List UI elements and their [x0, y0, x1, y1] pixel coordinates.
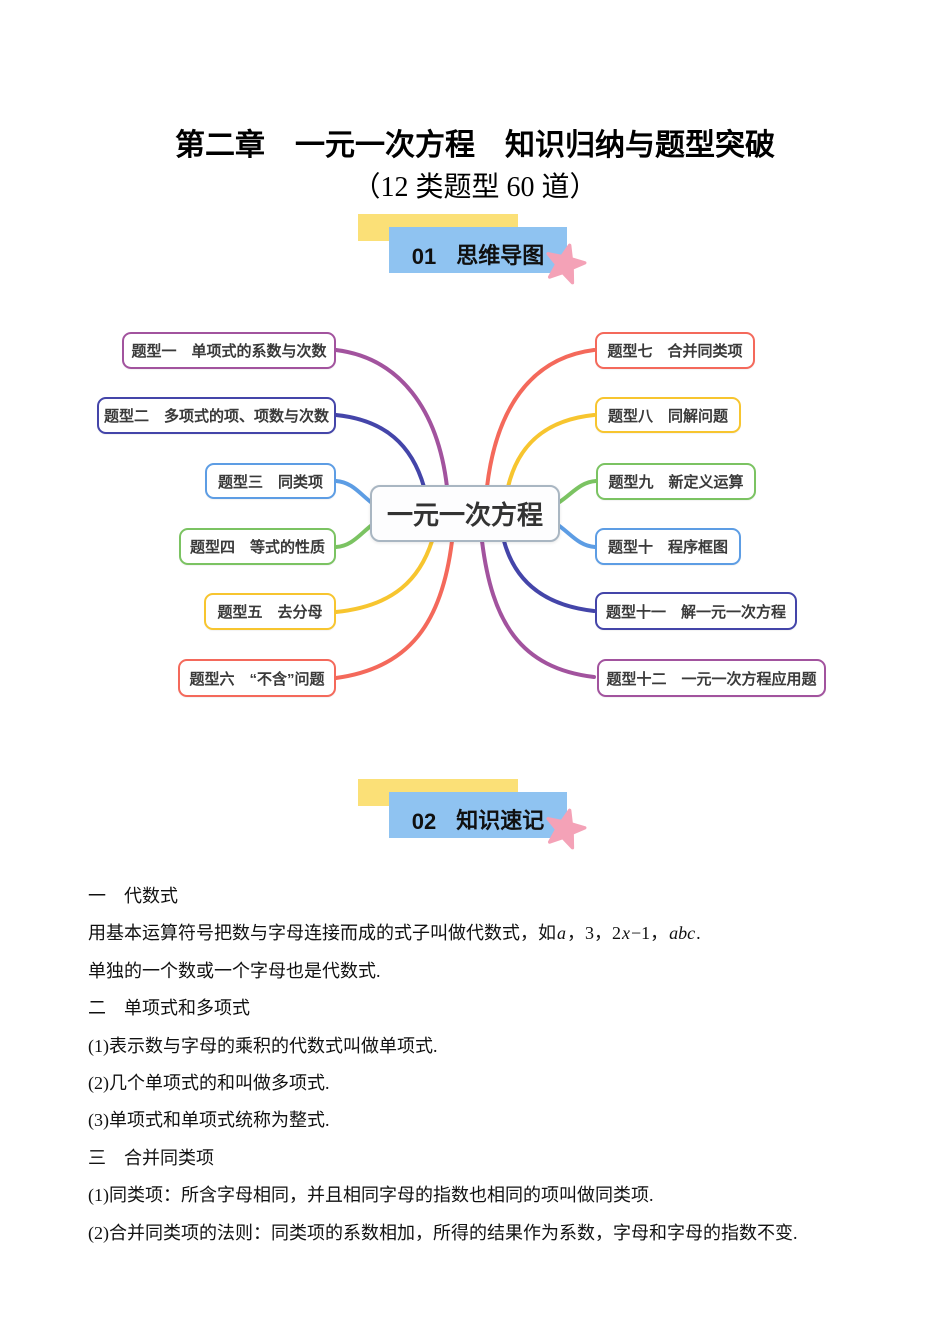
mindmap-node-10: 题型十 程序框图 — [595, 528, 741, 565]
notes-item: (3)单项式和单项式统称为整式. — [88, 1110, 330, 1131]
mindmap-node-5: 题型五 去分母 — [204, 593, 336, 630]
text-run: ，3，2 — [567, 923, 621, 944]
branch-curve-2 — [334, 413, 426, 489]
mindmap-node-7: 题型七 合并同类项 — [595, 332, 755, 369]
mindmap-node-3: 题型三 同类项 — [205, 463, 336, 499]
branch-curve-7 — [485, 348, 596, 489]
math-var-x: x — [622, 923, 630, 944]
notes-item: (1)表示数与字母的乘积的代数式叫做单项式. — [88, 1035, 438, 1056]
notes-line-definition: 用基本运算符号把数与字母连接而成的式子叫做代数式，如a，3，2x−1，abc. — [88, 915, 888, 952]
notes-heading-1: 一 代数式 — [88, 886, 178, 906]
mindmap-node-11: 题型十一 解一元一次方程 — [595, 592, 797, 630]
mindmap-node-4: 题型四 等式的性质 — [179, 528, 336, 565]
notes-heading-2: 二 单项式和多项式 — [88, 998, 250, 1019]
banner-blue-bar: 01 思维导图 — [389, 227, 567, 273]
star-shape — [546, 808, 587, 850]
mindmap-node-6: 题型六 “不含”问题 — [178, 659, 336, 697]
mindmap-node-12: 题型十二 一元一次方程应用题 — [597, 659, 826, 697]
notes-item: (2)几个单项式的和叫做多项式. — [88, 1073, 330, 1094]
knowledge-notes: 一 代数式 用基本运算符号把数与字母连接而成的式子叫做代数式，如a，3，2x−1… — [88, 878, 888, 1252]
math-var-a: a — [557, 923, 566, 944]
branch-curve-5 — [334, 539, 434, 614]
page-subtitle: （12 类题型 60 道） — [352, 172, 598, 203]
star-shape — [546, 243, 587, 285]
mindmap-center-node: 一元一次方程 — [370, 485, 560, 542]
text-run: . — [696, 923, 701, 944]
branch-curve-4 — [334, 523, 374, 549]
notes-item: (1)同类项：所含字母相同，并且相同字母的指数也相同的项叫做同类项. — [88, 1185, 654, 1206]
notes-line: 单独的一个数或一个字母也是代数式. — [88, 960, 381, 981]
branch-curve-10 — [556, 523, 597, 549]
mindmap-node-2: 题型二 多项式的项、项数与次数 — [97, 397, 336, 434]
math-var-abc: abc — [669, 923, 696, 944]
section-banner-02: 02 知识速记 — [358, 779, 608, 855]
branch-curve-12 — [480, 539, 596, 679]
page-title: 第二章 一元一次方程 知识归纳与题型突破 — [175, 129, 775, 162]
branch-curve-6 — [334, 539, 454, 680]
mindmap-node-9: 题型九 新定义运算 — [596, 463, 756, 500]
branch-curve-9 — [556, 479, 598, 505]
star-icon — [546, 243, 587, 285]
section-label: 思维导图 — [456, 243, 545, 268]
branch-curve-3 — [334, 479, 374, 505]
section-number: 01 — [411, 244, 437, 269]
branch-curve-11 — [502, 539, 596, 613]
banner-blue-bar: 02 知识速记 — [389, 792, 567, 838]
mindmap-node-1: 题型一 单项式的系数与次数 — [122, 332, 336, 369]
branch-curve-1 — [334, 348, 449, 489]
section-label: 知识速记 — [456, 808, 545, 833]
branch-curve-8 — [506, 413, 596, 489]
section-banner-01: 01 思维导图 — [358, 214, 608, 290]
text-run: −1， — [631, 923, 669, 944]
text-run: 用基本运算符号把数与字母连接而成的式子叫做代数式，如 — [88, 923, 556, 944]
section-number: 02 — [411, 809, 437, 834]
mindmap-node-8: 题型八 同解问题 — [595, 397, 741, 433]
notes-item: (2)合并同类项的法则：同类项的系数相加，所得的结果作为系数，字母和字母的指数不… — [88, 1222, 798, 1243]
notes-heading-3: 三 合并同类项 — [88, 1147, 214, 1168]
star-icon — [546, 808, 587, 850]
